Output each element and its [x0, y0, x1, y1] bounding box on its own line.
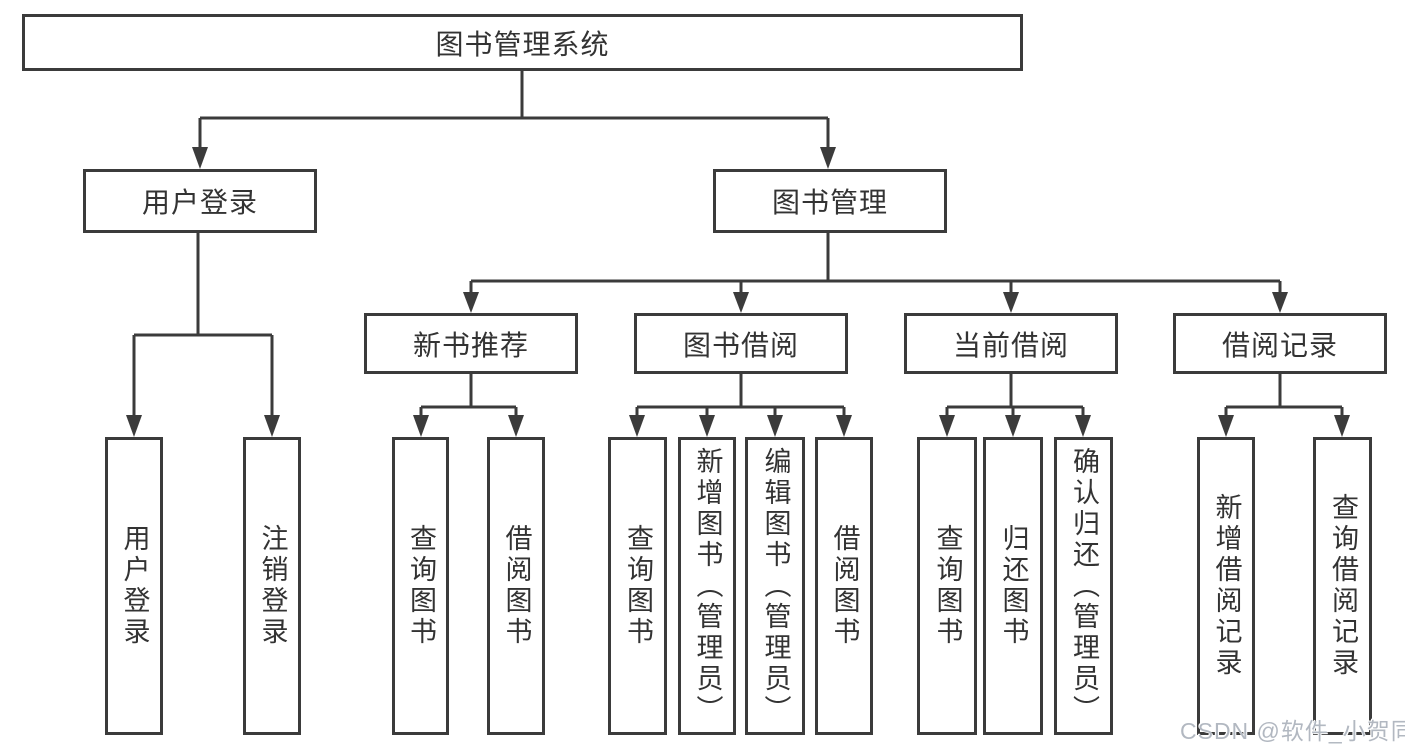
arrowheads: [126, 147, 1350, 437]
node-book-borrowing: 图书借阅: [634, 313, 848, 374]
node-book-management: 图书管理: [713, 169, 947, 233]
leaf-logout: 注销登录: [243, 437, 301, 735]
leaf-current-confirm-return-admin: 确认归还（管理员）: [1054, 437, 1113, 735]
node-current-borrowing: 当前借阅: [904, 313, 1118, 374]
leaf-current-return-books: 归还图书: [983, 437, 1043, 735]
leaf-borrowing-borrow-books: 借阅图书: [815, 437, 873, 735]
node-new-book-recommend: 新书推荐: [364, 313, 578, 374]
leaf-current-query-books: 查询图书: [917, 437, 977, 735]
leaf-user-login: 用户登录: [105, 437, 163, 735]
leaf-borrowing-edit-books-admin: 编辑图书（管理员）: [745, 437, 805, 735]
leaf-records-add-record: 新增借阅记录: [1197, 437, 1255, 735]
leaf-borrowing-add-books-admin: 新增图书（管理员）: [678, 437, 736, 735]
leaf-borrowing-query-books: 查询图书: [608, 437, 667, 735]
leaf-recommend-query-books: 查询图书: [392, 437, 449, 735]
node-borrowing-records: 借阅记录: [1173, 313, 1387, 374]
leaf-recommend-borrow-books: 借阅图书: [487, 437, 545, 735]
leaf-records-query-record: 查询借阅记录: [1313, 437, 1372, 735]
node-library-management-system: 图书管理系统: [22, 14, 1023, 71]
node-user-login: 用户登录: [83, 169, 317, 233]
csdn-watermark: CSDN @软件_小贺同学: [1180, 718, 1405, 744]
